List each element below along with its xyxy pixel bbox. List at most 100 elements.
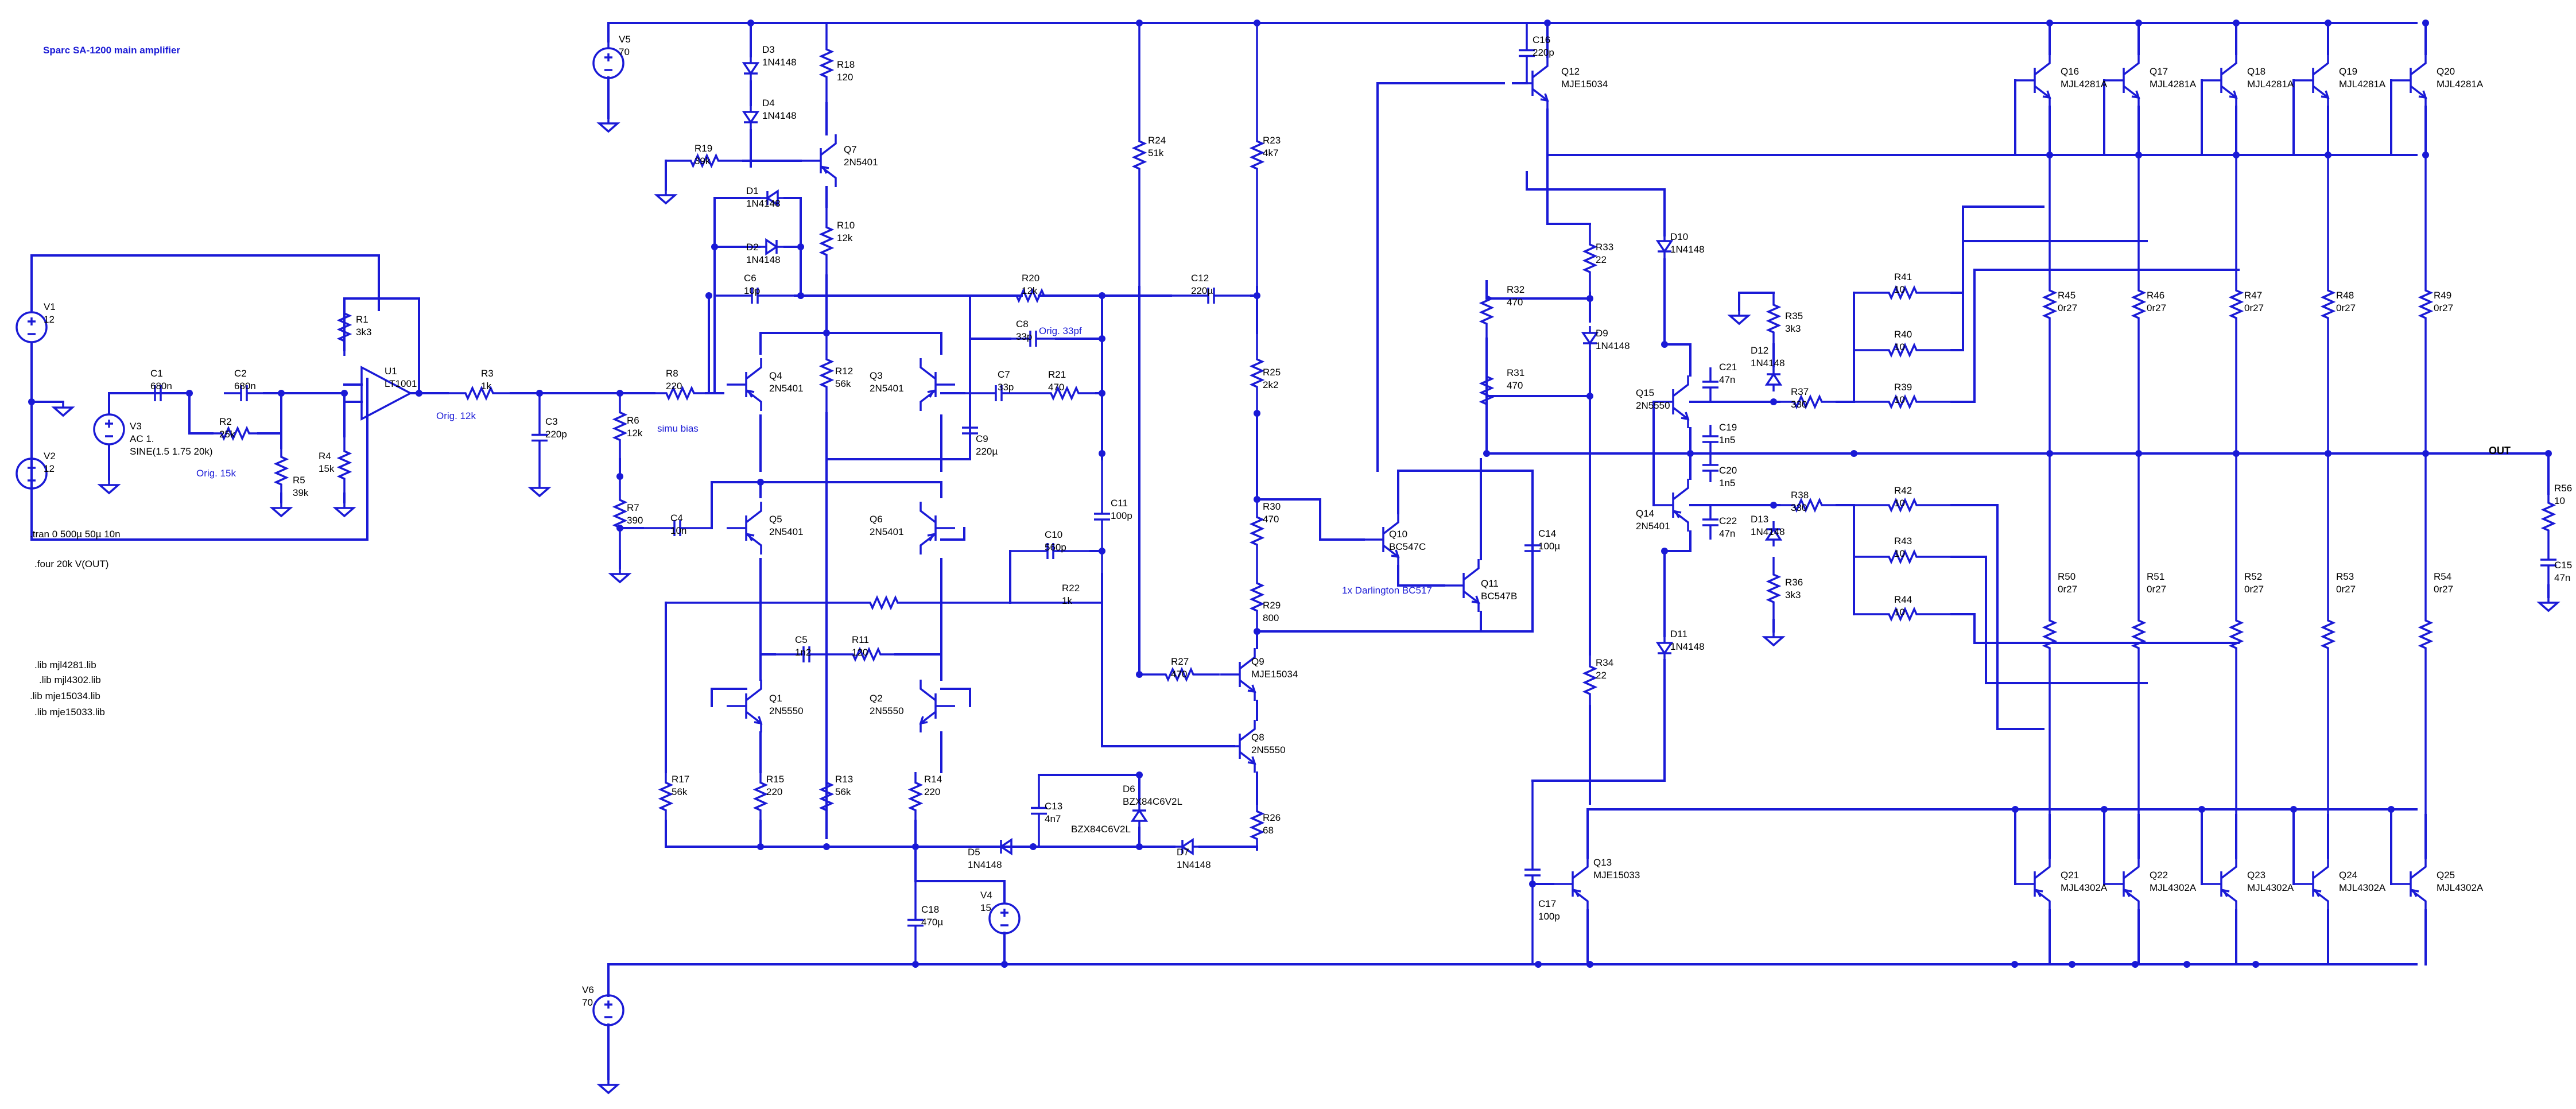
transistor-q20	[2391, 54, 2427, 107]
value-q12: MJE15034	[1561, 79, 1608, 90]
value-r23: 4k7	[1263, 148, 1278, 158]
resistor-r31	[1479, 367, 1495, 413]
diode-d3	[742, 56, 760, 82]
resistor-r18	[818, 23, 835, 103]
capacitor-c3	[532, 393, 548, 482]
resistor-r10	[818, 207, 835, 276]
value-c20: 1n5	[1719, 478, 1735, 488]
value-c2: 680n	[234, 381, 256, 391]
ref-c1: C1	[150, 368, 163, 379]
ref-r19: R19	[695, 143, 712, 154]
junction	[2422, 450, 2429, 457]
resistor-r48	[2320, 155, 2336, 453]
ref-r46: R46	[2147, 290, 2164, 301]
ref-d5: D5	[968, 847, 980, 858]
transistor-q12	[1513, 57, 1549, 110]
value-r30: 470	[1263, 514, 1279, 525]
value-c18: 470µ	[921, 917, 943, 928]
junction	[2101, 806, 2108, 813]
junction	[1535, 961, 1542, 968]
wire	[1738, 292, 1775, 311]
junction	[2233, 20, 2240, 26]
value-q8: 2N5550	[1251, 744, 1286, 755]
junction	[28, 398, 35, 405]
value-r11: 120	[852, 647, 868, 658]
ground-symbol	[596, 1079, 620, 1095]
note-orig-33pf: Orig. 33pf	[1039, 325, 1082, 336]
value-r45: 0r27	[2058, 303, 2077, 313]
ground-symbol	[1727, 310, 1751, 325]
ref-v2: V2	[44, 451, 56, 462]
ref-v5: V5	[619, 34, 631, 45]
resistor-r36	[1766, 557, 1782, 620]
wire	[1376, 82, 1505, 472]
value-v5: 70	[619, 46, 630, 57]
ref-c3: C3	[545, 416, 558, 427]
value-r49: 0r27	[2434, 303, 2453, 313]
ref-q5: Q5	[769, 514, 782, 525]
value-v2: 12	[44, 463, 55, 474]
resistor-r34	[1582, 654, 1598, 706]
ref-q2: Q2	[870, 693, 883, 704]
junction	[416, 390, 422, 397]
ref-r43: R43	[1894, 536, 1912, 546]
ref-r48: R48	[2336, 290, 2354, 301]
resistor-r6	[612, 393, 628, 459]
ref-r5: R5	[293, 475, 305, 486]
junction	[1254, 292, 1260, 299]
value-r8: 220	[666, 381, 682, 391]
wire	[1397, 565, 1445, 587]
junction	[2135, 152, 2142, 158]
ref-c22: C22	[1719, 515, 1737, 526]
resistor-r8	[654, 385, 706, 401]
junction	[1136, 843, 1143, 850]
ref-q8: Q8	[1251, 732, 1264, 743]
junction	[1770, 398, 1777, 405]
ref-r27: R27	[1171, 656, 1189, 667]
directive-lib-4302: .lib mjl4302.lib	[39, 674, 101, 685]
value-q13: MJE15033	[1593, 870, 1640, 881]
ref-r49: R49	[2434, 290, 2451, 301]
transistor-q16	[2015, 54, 2051, 107]
resistor-r11	[838, 646, 895, 662]
junction	[2012, 806, 2019, 813]
value-c17: 100p	[1538, 911, 1560, 922]
ref-r8: R8	[666, 368, 678, 379]
resistor-r24	[1131, 23, 1147, 287]
junction-dots	[28, 20, 2552, 968]
junction	[1136, 671, 1143, 678]
junction	[823, 843, 830, 850]
ref-r7: R7	[627, 502, 639, 513]
ref-c5: C5	[795, 634, 808, 645]
ref-c21: C21	[1719, 362, 1737, 373]
wire	[1950, 613, 2240, 644]
value-r50: 0r27	[2058, 584, 2077, 595]
ref-r31: R31	[1507, 367, 1524, 378]
junction	[2069, 961, 2075, 968]
junction	[341, 390, 348, 397]
junction	[747, 20, 754, 26]
value-c10: 560p	[1045, 542, 1066, 553]
ref-r12: R12	[835, 366, 853, 377]
value-r56: 10	[2554, 495, 2565, 506]
value-r20: 12k	[1022, 285, 1038, 296]
value-r18: 120	[837, 72, 853, 83]
transistor-q6	[920, 502, 955, 554]
junction	[1136, 20, 1143, 26]
capacitor-c7	[964, 385, 1033, 401]
value-r14: 220	[924, 786, 940, 797]
resistor-r56	[2540, 494, 2556, 540]
ref-q20: Q20	[2437, 66, 2455, 77]
directive-lib-15034: .lib mje15034.lib	[30, 691, 100, 701]
ref-c19: C19	[1719, 422, 1737, 433]
capacitor-c8	[1010, 331, 1056, 347]
transistor-q17	[2104, 54, 2140, 107]
ref-c10: C10	[1045, 529, 1062, 540]
junction	[1136, 771, 1143, 778]
junction	[186, 390, 193, 397]
value-r5: 39k	[293, 487, 309, 498]
value-r27: 470	[1171, 669, 1187, 680]
wire	[1485, 366, 1591, 397]
wire	[343, 297, 420, 394]
